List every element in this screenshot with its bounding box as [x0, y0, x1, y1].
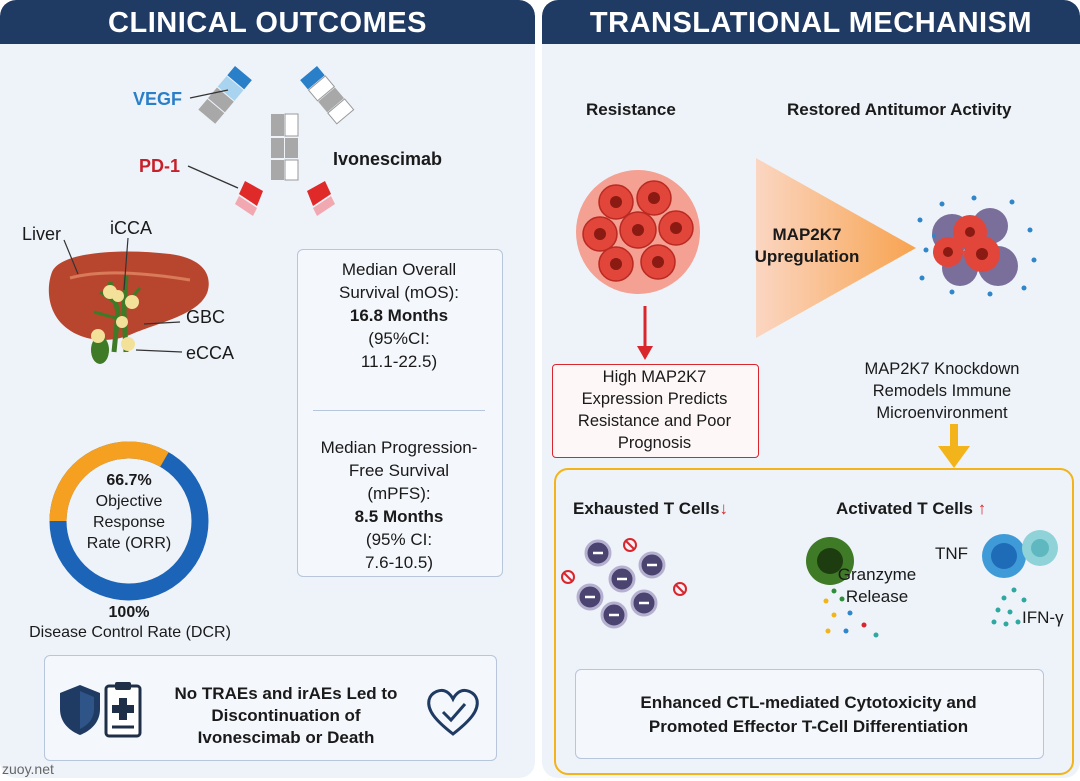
pd1-label: PD-1 [139, 156, 181, 176]
high-expr-line4: Prognosis [617, 434, 692, 452]
orr-line1: Objective [95, 493, 163, 510]
restored-tumor-cluster-icon [917, 195, 1037, 297]
mos-ci2: 11.1-22.5) [360, 352, 438, 371]
mpfs-value: 8.5 Months [354, 507, 444, 526]
safety-line2: Discontinuation of [211, 706, 361, 725]
high-expr-line2: Expression Predicts [581, 390, 728, 408]
conclusion-line1: Enhanced CTL-mediated Cytotoxicity and [640, 693, 977, 712]
vegf-pointer-line [189, 89, 229, 99]
conclusion-line2: Promoted Effector T-Cell Differentiation [648, 717, 969, 736]
immune-effect-box [554, 468, 1074, 775]
mos-line2: Survival (mOS): [339, 283, 459, 302]
clinical-outcomes-panel: CLINICAL OUTCOMES VEGF [0, 0, 535, 778]
gbc-label: GBC [186, 307, 226, 327]
mos-ci1: (95%CI: [368, 329, 430, 348]
ivonescimab-label: Ivonescimab [333, 149, 443, 169]
down-arrow-red [637, 306, 653, 360]
antibody-icon [198, 66, 355, 216]
orr-line2: Response [92, 514, 166, 531]
down-arrow-yellow [938, 424, 970, 468]
orr-line3: Rate (ORR) [86, 535, 172, 552]
exhausted-down-arrow: ↓ [719, 499, 728, 518]
watermark: zuoy.net [2, 761, 54, 777]
activated-t-cells-label: Activated T Cells ↑ [836, 499, 986, 519]
mos-line1: Median Overall [341, 260, 457, 279]
mpfs-ci1: (95% CI: [365, 530, 433, 549]
orr-donut-chart [49, 441, 209, 601]
resistant-tumor-cluster-icon [576, 170, 700, 294]
pd1-pointer-line [187, 165, 239, 189]
survival-divider [313, 410, 485, 411]
dcr-label: Disease Control Rate (DCR) [29, 624, 231, 641]
exhausted-t-cells-label: Exhausted T Cells↓ [573, 499, 728, 519]
granzyme-line2: Release [845, 587, 909, 606]
high-expr-line3: Resistance and Poor [577, 412, 732, 430]
cytokine-secreting-cells-icon [982, 530, 1058, 627]
safety-text: No TRAEs and irAEs Led to Discontinuatio… [146, 683, 426, 749]
mpfs-line2: Free Survival [348, 461, 450, 480]
conclusion-box [575, 669, 1044, 759]
high-expression-box [552, 364, 759, 458]
clipboard-medical-icon [104, 682, 142, 738]
knockdown-line1: MAP2K7 Knockdown [864, 360, 1020, 378]
restored-activity-label: Restored Antitumor Activity [787, 100, 1012, 119]
conclusion-text: Enhanced CTL-mediated Cytotoxicity and P… [575, 691, 1042, 739]
survival-box [297, 249, 503, 577]
activated-ctl-granzyme-icon [806, 537, 879, 638]
tnf-label: TNF [935, 544, 969, 563]
granzyme-text: Granzyme Release [832, 564, 922, 608]
mpfs-ci2: 7.6-10.5) [364, 553, 434, 572]
dcr-value: 100% [108, 604, 150, 621]
activated-label-text: Activated T Cells [836, 499, 973, 518]
knockdown-text: MAP2K7 Knockdown Remodels Immune Microen… [842, 358, 1042, 424]
resistance-label: Resistance [586, 100, 676, 119]
map2k7-up-line1: MAP2K7 [772, 225, 842, 244]
translational-mechanism-panel: TRANSLATIONAL MECHANISM Resistance Resto… [542, 0, 1080, 778]
orr-arc [49, 441, 209, 601]
granzyme-line1: Granzyme [837, 565, 917, 584]
high-expr-line1: High MAP2K7 [602, 368, 707, 386]
liver-biliary-illustration [48, 237, 209, 364]
mpfs-line3: (mPFS): [367, 484, 431, 503]
shield-icon [60, 685, 100, 735]
clinical-outcomes-title: CLINICAL OUTCOMES [0, 0, 535, 44]
icca-label: iCCA [110, 218, 153, 238]
safety-line1: No TRAEs and irAEs Led to [174, 684, 398, 703]
knockdown-line3: Microenvironment [876, 404, 1008, 422]
safety-line3: Ivonescimab or Death [197, 728, 375, 747]
map2k7-upregulation-text: MAP2K7 Upregulation [747, 224, 867, 268]
ifn-gamma-label: IFN-γ [1022, 608, 1064, 627]
mpfs-line1: Median Progression- [320, 438, 478, 457]
liver-label: Liver [22, 224, 62, 244]
exhausted-t-cells-icon [561, 538, 687, 629]
map2k7-upregulation-arrow [756, 158, 916, 338]
map2k7-up-line2: Upregulation [754, 247, 860, 266]
vegf-label: VEGF [133, 89, 183, 109]
exhausted-label-text: Exhausted T Cells [573, 499, 720, 518]
heart-check-icon [427, 688, 479, 736]
orr-text-block: 66.7% Objective Response Rate (ORR) [74, 470, 184, 554]
translational-mechanism-title: TRANSLATIONAL MECHANISM [542, 0, 1080, 44]
activated-up-arrow: ↑ [977, 499, 987, 518]
mos-block: Median Overall Survival (mOS): 16.8 Mont… [297, 258, 501, 373]
mpfs-block: Median Progression- Free Survival (mPFS)… [297, 436, 501, 574]
knockdown-line2: Remodels Immune [872, 382, 1012, 400]
ecca-label: eCCA [186, 343, 235, 363]
high-expression-text: High MAP2K7 Expression Predicts Resistan… [552, 366, 757, 454]
orr-value: 66.7% [106, 472, 152, 489]
mos-value: 16.8 Months [349, 306, 449, 325]
